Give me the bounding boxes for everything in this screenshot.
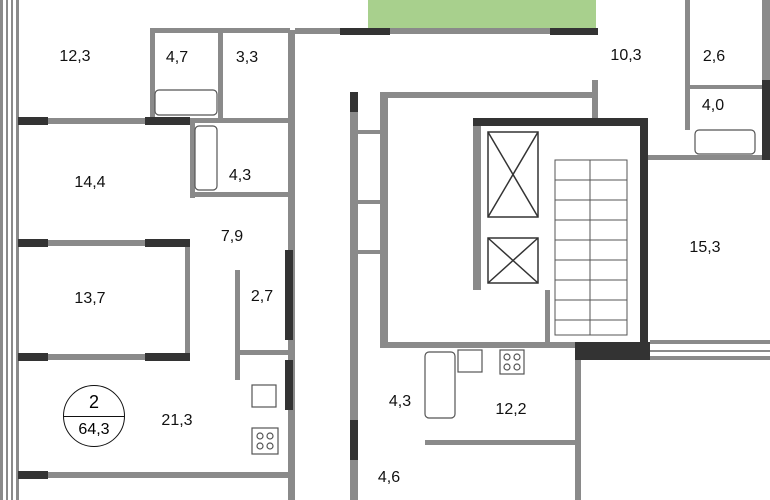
room-area-label: 4,6	[377, 469, 401, 486]
room-area-label: 21,3	[161, 412, 193, 429]
room-area-label: 4,7	[165, 49, 189, 66]
room-area-label: 14,4	[74, 174, 106, 191]
badge-divider	[64, 416, 124, 417]
room-area-label: 12,2	[495, 401, 527, 418]
room-area-label: 2,6	[702, 48, 726, 65]
room-area-label: 13,7	[74, 290, 106, 307]
room-area-label: 2,7	[250, 288, 274, 305]
room-area-label: 4,0	[701, 97, 725, 114]
unit-total-area: 64,3	[78, 421, 110, 438]
room-area-label: 12,3	[59, 48, 91, 65]
room-area-label: 3,3	[235, 49, 259, 66]
unit-room-count: 2	[88, 392, 99, 412]
room-area-label: 10,3	[610, 47, 642, 64]
room-area-label: 15,3	[689, 239, 721, 256]
room-area-label: 7,9	[220, 228, 244, 245]
highlighted-unit	[368, 0, 596, 28]
room-area-label: 4,3	[228, 167, 252, 184]
unit-badge: 2 64,3	[63, 385, 125, 447]
room-area-label: 4,3	[388, 393, 412, 410]
